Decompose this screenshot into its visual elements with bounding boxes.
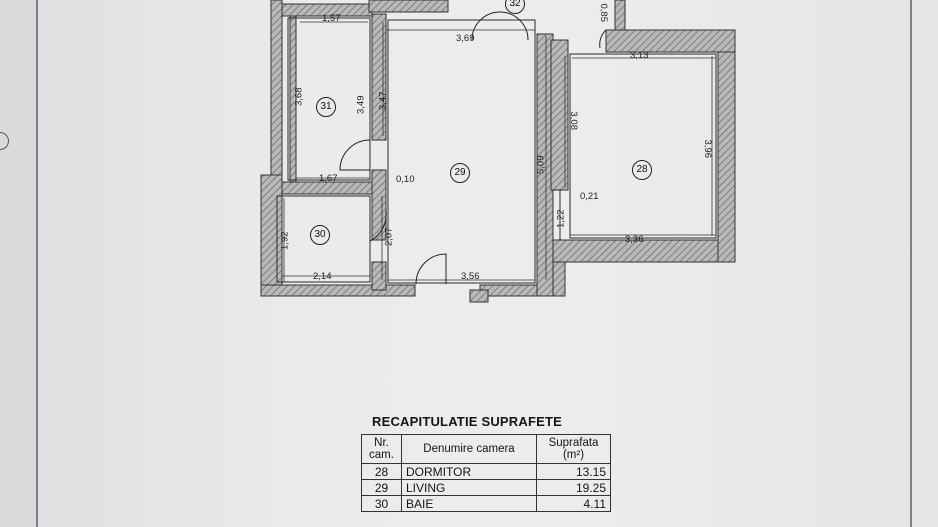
room-name-cell: DORMITOR [401, 463, 537, 480]
room-label-31: 31 [316, 97, 336, 117]
room-name-cell: BAIE [401, 495, 537, 512]
dim-1-22: 1,22 [555, 209, 567, 229]
room-label-32: 32 [505, 0, 525, 14]
dim-3-36: 3,36 [625, 234, 644, 245]
room-no-cell: 30 [361, 495, 402, 512]
dim-3-68: 3,68 [293, 87, 305, 107]
dim-3-47: 3,47 [377, 91, 389, 111]
exterior-walls [260, 0, 736, 303]
door-swings [339, 11, 607, 285]
room-label-29: 29 [450, 163, 470, 183]
page-frame-left [36, 0, 38, 527]
interior-walls [281, 13, 387, 291]
dim-3-69: 3,69 [456, 33, 475, 44]
dim-1-67: 1,67 [319, 173, 338, 184]
dimension-lines [282, 21, 716, 282]
room-area-cell: 19.25 [536, 479, 611, 496]
table-row: 28 DORMITOR 13.15 [361, 463, 611, 480]
dim-3-96: 3,96 [702, 139, 713, 159]
inner-outline [276, 17, 717, 284]
room-area-cell: 4.11 [536, 495, 611, 512]
dim-3-49: 3,49 [355, 95, 367, 115]
dim-2-07: 2,07 [383, 227, 395, 247]
dim-3-08: 3,08 [568, 111, 579, 131]
table-row: 30 BAIE 4.11 [361, 495, 611, 512]
dim-0-85: 0,85 [598, 3, 609, 23]
dim-3-13: 3,13 [630, 50, 649, 61]
room-no-cell: 28 [361, 463, 402, 480]
area-summary-table: Nr. cam. Denumire camera Suprafata (m²) … [361, 434, 611, 512]
table-header-row: Nr. cam. Denumire camera Suprafata (m²) [361, 434, 611, 464]
col-header-area: Suprafata (m²) [536, 434, 611, 464]
col-header-name: Denumire camera [401, 434, 537, 464]
dim-1-57: 1,57 [322, 13, 341, 24]
room-area-cell: 13.15 [536, 463, 611, 480]
room-label-28: 28 [632, 160, 652, 180]
dim-2-14: 2,14 [313, 271, 332, 282]
room-name-cell: LIVING [401, 479, 537, 496]
room-label-30: 30 [310, 225, 330, 245]
table-row: 29 LIVING 19.25 [361, 479, 611, 496]
dim-1-92: 1,92 [279, 231, 291, 251]
page-frame-right [910, 0, 912, 527]
col-header-no: Nr. cam. [361, 434, 402, 464]
room-no-cell: 29 [361, 479, 402, 496]
dim-0-21: 0,21 [580, 191, 599, 202]
summary-title: RECAPITULATIE SUPRAFETE [372, 414, 562, 429]
dim-3-56: 3,56 [461, 271, 480, 282]
dim-5-09: 5,09 [535, 155, 547, 175]
dim-0-10: 0,10 [396, 174, 415, 185]
